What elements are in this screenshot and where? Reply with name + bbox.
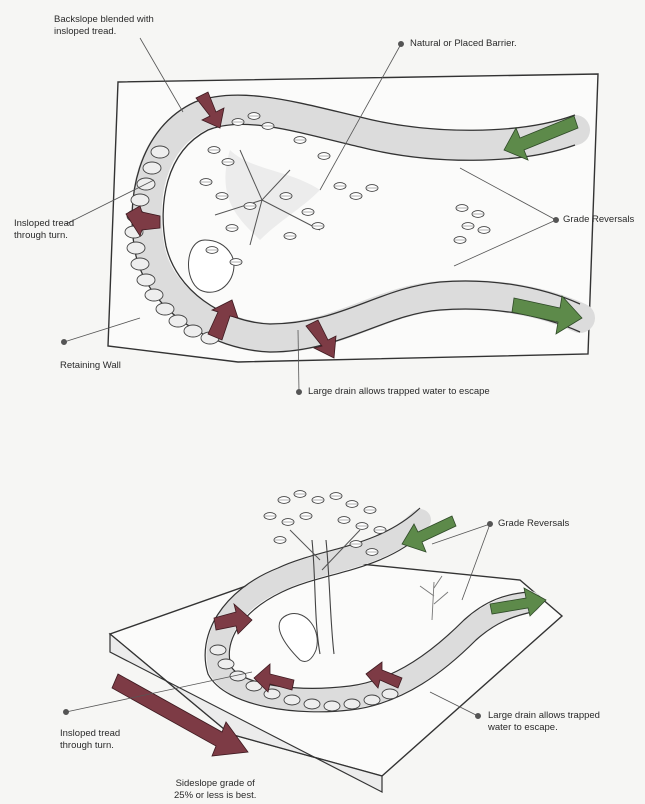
bottom-terrain-top [110, 560, 562, 776]
label-insloped-top: Insloped tread through turn. [14, 218, 74, 242]
label-backslope: Backslope blended with insloped tread. [54, 14, 154, 38]
label-insloped-bottom: Insloped tread through turn. [60, 728, 120, 752]
top-diagram [61, 38, 598, 395]
label-large-drain-top: Large drain allows trapped water to esca… [308, 386, 490, 398]
bottom-diagram [63, 491, 562, 792]
label-grade-reversals-bottom: Grade Reversals [498, 518, 569, 530]
label-sideslope: Sideslope grade of 25% or less is best. [174, 778, 256, 802]
label-retaining-wall: Retaining Wall [60, 360, 121, 372]
label-grade-reversals-top: Grade Reversals [563, 214, 634, 226]
label-large-drain-bottom: Large drain allows trapped water to esca… [488, 710, 600, 734]
label-barrier: Natural or Placed Barrier. [410, 38, 517, 50]
